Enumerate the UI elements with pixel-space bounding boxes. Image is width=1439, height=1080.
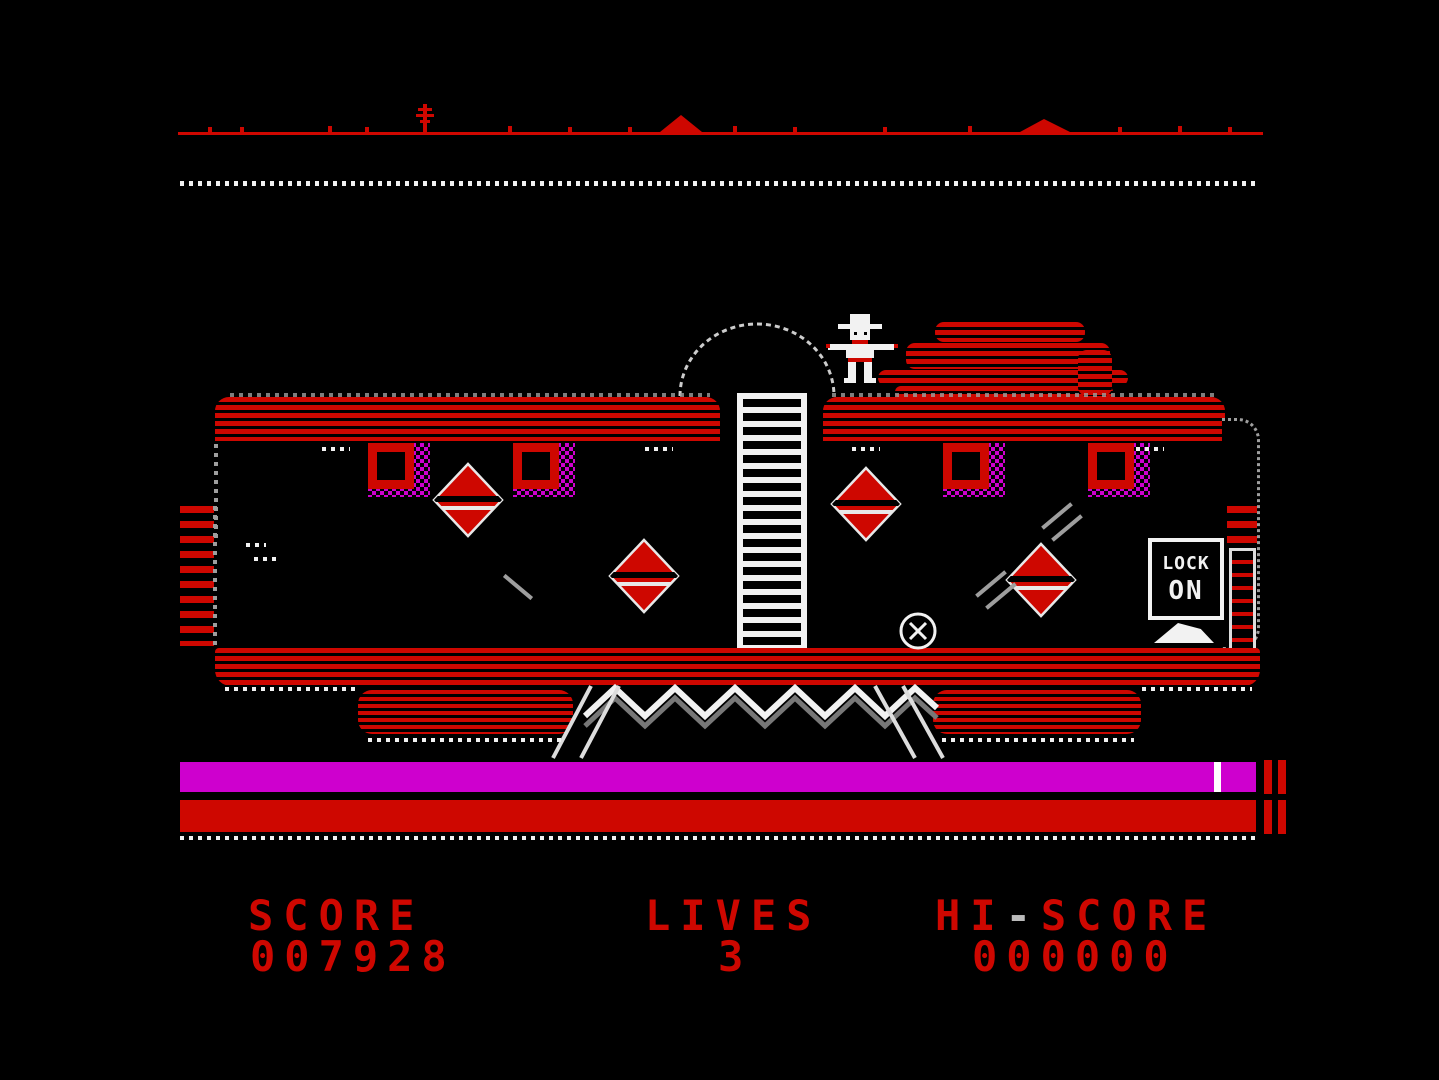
conveyor-chain [551, 683, 945, 759]
mountain-icon [1020, 119, 1070, 132]
diamond-pickup [830, 466, 902, 542]
train-window [513, 443, 575, 497]
spiked-ball [899, 612, 937, 650]
train-right-roof [823, 397, 1225, 441]
entry-arch [678, 322, 836, 397]
hud-hiscore-value: 000000 [972, 932, 1178, 981]
lock-on-sign: LOCK ON [1148, 538, 1224, 620]
diamond-pickup [432, 462, 504, 538]
train-window [943, 443, 1005, 497]
side-ladder-left [180, 506, 214, 646]
side-hatch-right [1229, 548, 1256, 652]
hud-lives-label: LIVES [645, 891, 822, 940]
dotted-detail [1142, 687, 1252, 691]
lock-on-text-bottom: ON [1168, 575, 1204, 606]
dotted-detail [645, 447, 673, 451]
dotted-detail [852, 447, 880, 451]
bar-underline [180, 836, 1256, 840]
cowboy-sprite [826, 314, 898, 383]
dotted-detail [230, 393, 710, 397]
bar-level-tick [1214, 762, 1221, 792]
dotted-detail [832, 393, 1217, 397]
diamond-pickup [608, 538, 680, 614]
dotted-detail [214, 444, 218, 539]
antenna-icon [416, 104, 434, 132]
hud-hiscore-suffix: SCORE [1040, 891, 1218, 940]
magenta-status-bar [180, 762, 1256, 792]
dotted-detail [1136, 447, 1164, 451]
dotted-detail [368, 738, 563, 742]
train-window [368, 443, 430, 497]
endcap-stripes [1227, 506, 1257, 546]
red-status-bar [180, 800, 1256, 832]
dotted-detail [322, 447, 350, 451]
cloud-tier [906, 343, 1110, 369]
train-left-roof [215, 397, 720, 441]
hud-score-label: SCORE [248, 891, 425, 940]
bar-end-cap [1264, 800, 1288, 834]
hud-hiscore-prefix: HI [935, 891, 1006, 940]
cloud-tier [878, 370, 1128, 386]
hud-lives-value: 3 [718, 932, 753, 981]
horizon-skyline [178, 104, 1263, 135]
left-wheel-skid [358, 690, 573, 734]
sky-dotted-line [180, 181, 1260, 186]
dotted-detail [942, 738, 1134, 742]
train-window [1088, 443, 1150, 497]
mountain-icon [660, 115, 702, 132]
cloud-tier [1078, 350, 1112, 396]
dotted-detail [246, 543, 266, 547]
hud-hiscore-separator: - [1005, 891, 1041, 940]
bar-end-cap [1264, 760, 1288, 794]
dotted-detail [213, 506, 217, 646]
dotted-detail [225, 687, 355, 691]
dotted-detail [254, 557, 278, 561]
right-wheel-skid [933, 690, 1141, 734]
diamond-pickup [1005, 542, 1077, 618]
lock-on-text-top: LOCK [1162, 552, 1210, 574]
train-base [215, 648, 1260, 686]
cloud-tier [935, 322, 1085, 342]
hud-score-value: 007928 [250, 932, 456, 981]
boarding-ladder [737, 393, 807, 649]
hud-hiscore-label: HI-SCORE [935, 895, 1217, 937]
